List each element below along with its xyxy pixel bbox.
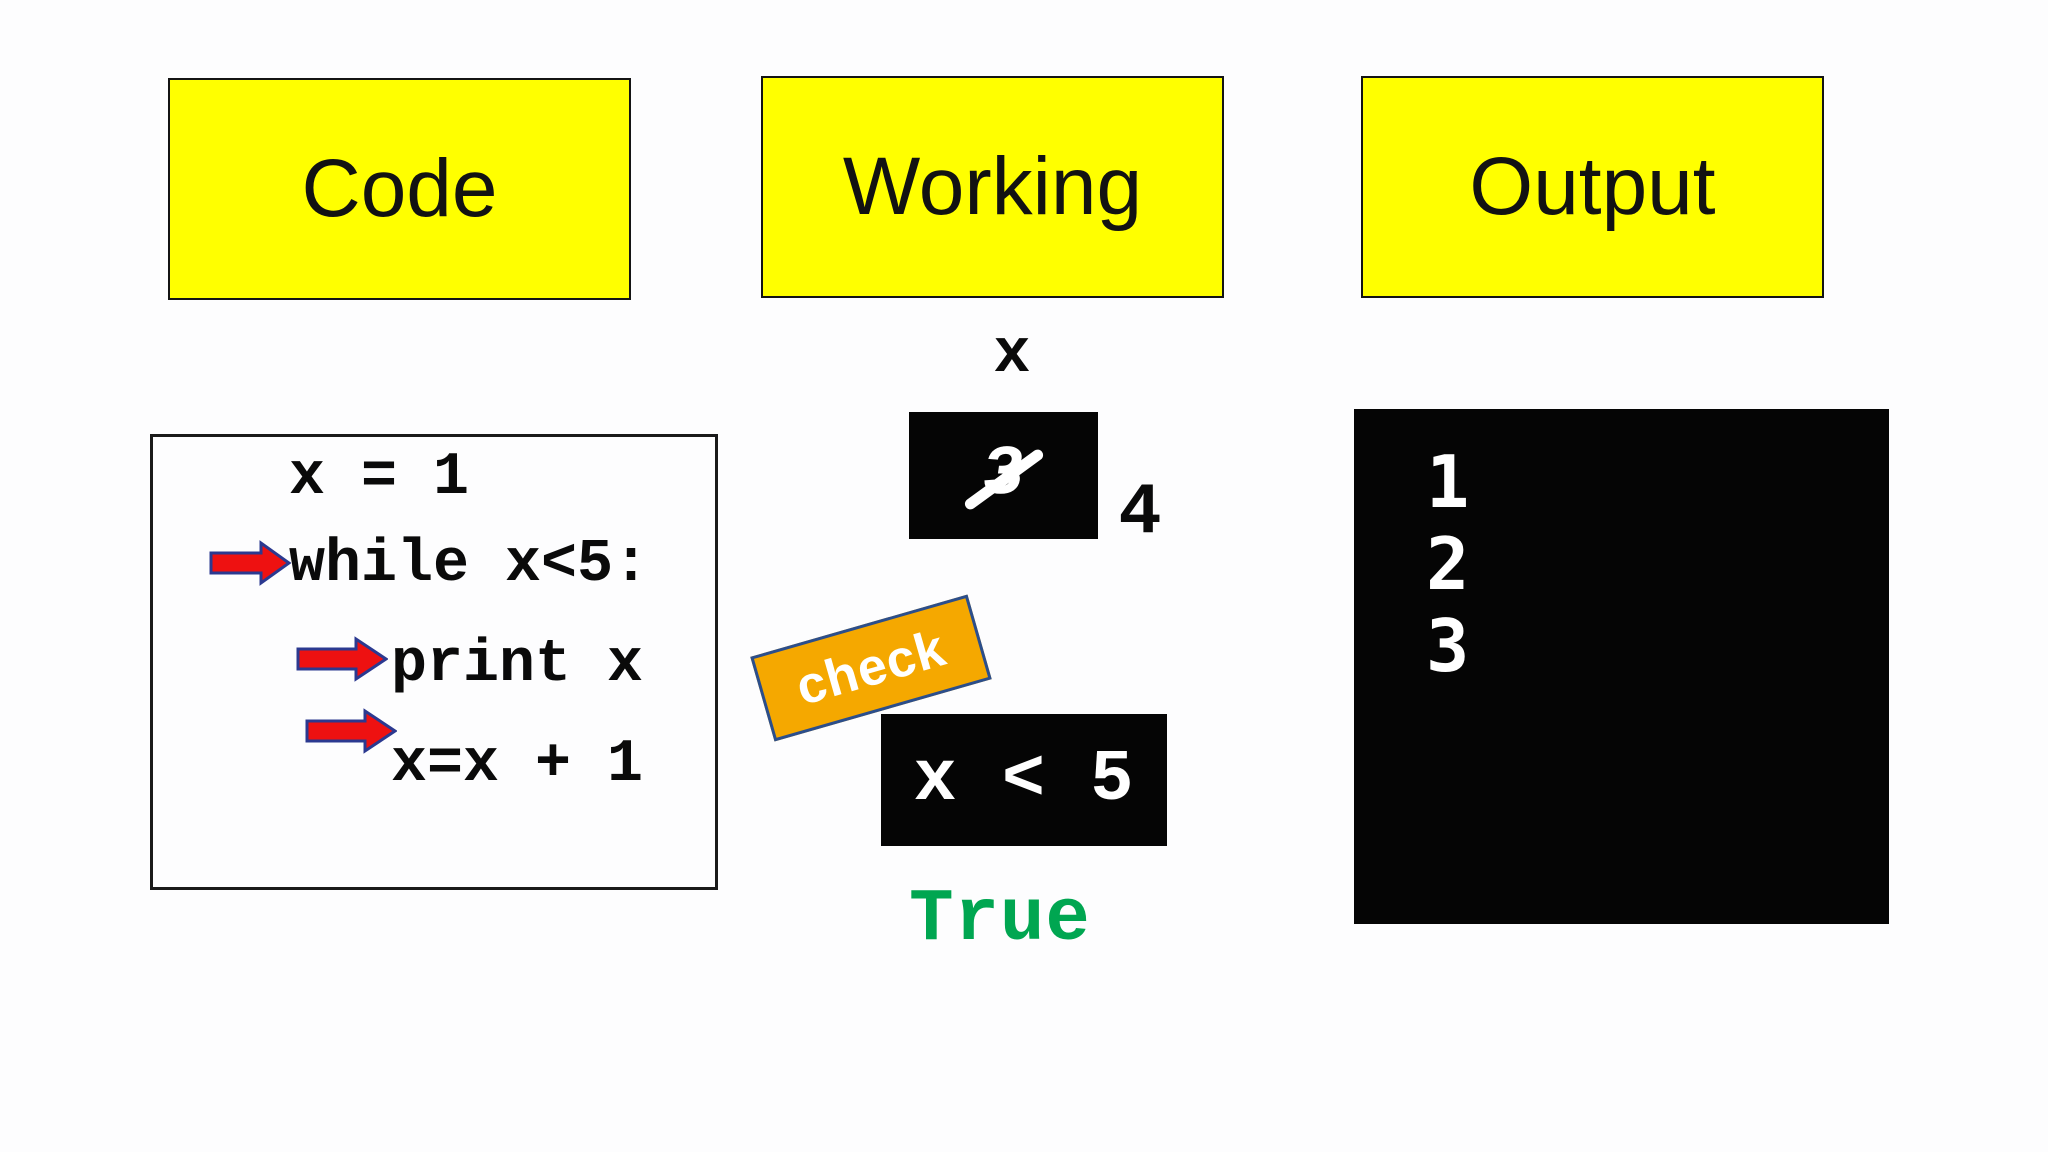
- output-line: 3: [1426, 604, 1470, 688]
- output-line: 1: [1426, 440, 1470, 524]
- working-header-label: Working: [842, 141, 1143, 232]
- variable-name-label: x: [993, 319, 1031, 390]
- output-header-label: Output: [1469, 141, 1716, 232]
- working-header: Working: [761, 76, 1224, 298]
- execution-arrow-icon: [209, 540, 292, 591]
- code-panel: x = 1 while x<5: print x x=x + 1: [150, 434, 718, 890]
- check-tag-label: check: [789, 619, 953, 717]
- code-line: while x<5:: [289, 531, 650, 599]
- condition-result: True: [909, 878, 1091, 962]
- execution-arrow-icon: [296, 636, 389, 687]
- output-header: Output: [1361, 76, 1824, 298]
- code-header-label: Code: [301, 143, 498, 234]
- execution-arrow-icon: [305, 708, 398, 759]
- code-line: x = 1: [289, 444, 470, 512]
- output-console: 1 2 3: [1354, 409, 1889, 924]
- condition-box: x < 5: [881, 714, 1167, 846]
- code-header: Code: [168, 78, 631, 300]
- condition-text: x < 5: [913, 739, 1135, 821]
- code-line: x=x + 1: [391, 731, 644, 799]
- output-line: 2: [1426, 522, 1470, 606]
- variable-value-box: 3: [909, 412, 1098, 539]
- new-value: 4: [1118, 472, 1162, 554]
- code-line: print x: [391, 631, 644, 699]
